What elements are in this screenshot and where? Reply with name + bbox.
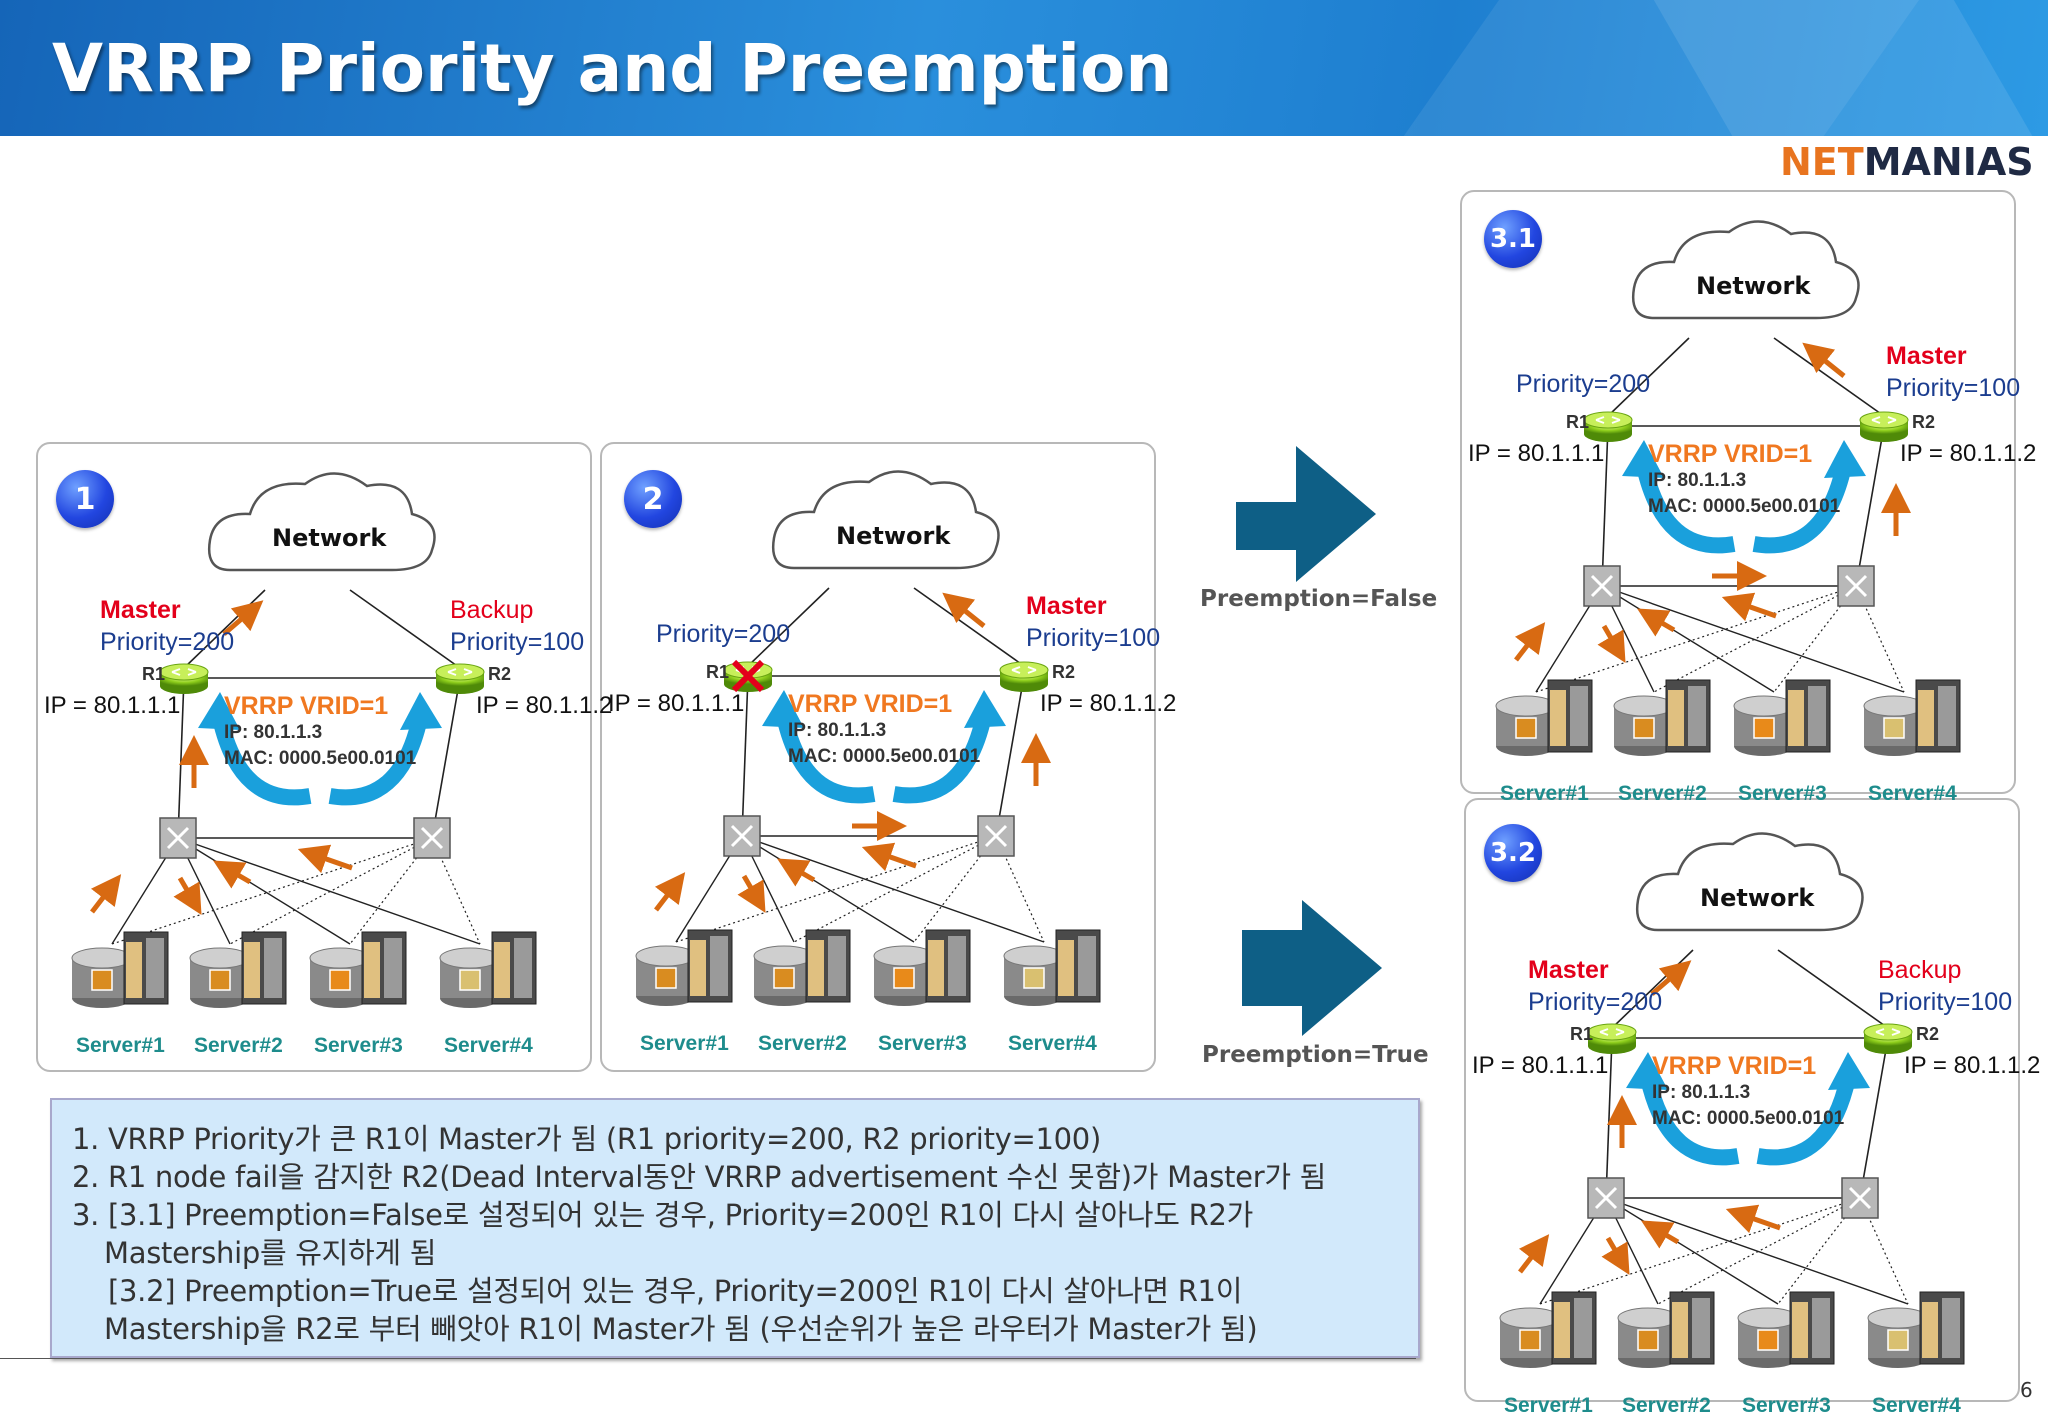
r1-label: R1 — [142, 664, 166, 684]
r1-ip-label: IP = 80.1.1.1 — [608, 690, 745, 717]
virtual-ip-label: IP: 80.1.1.3 — [224, 722, 323, 743]
r2-label: R2 — [1052, 662, 1076, 682]
network-label: Network — [272, 524, 387, 552]
note-line: Mastership를 유지하게 됨 — [104, 1236, 437, 1270]
vrid-label: VRRP VRID=1 — [1648, 440, 1813, 468]
server-label: Server#4 — [444, 1034, 533, 1057]
backup-label: Backup — [450, 596, 534, 624]
priority-label: Priority=100 — [450, 628, 585, 656]
virtual-mac-label: MAC: 0000.5e00.0101 — [1648, 496, 1841, 517]
server-label: Server#1 — [76, 1034, 165, 1057]
server-label: Server#1 — [640, 1032, 729, 1055]
server-label: Server#1 — [1504, 1394, 1593, 1417]
r1-label: R1 — [1570, 1024, 1594, 1044]
virtual-ip-label: IP: 80.1.1.3 — [1652, 1082, 1751, 1103]
virtual-ip-label: IP: 80.1.1.3 — [1648, 470, 1747, 491]
step-badge: 2 — [624, 470, 682, 528]
network-label: Network — [1700, 884, 1815, 912]
priority-label: Priority=100 — [1886, 374, 2021, 402]
server-label: Server#2 — [758, 1032, 847, 1055]
r1-ip-label: IP = 80.1.1.1 — [1468, 440, 1605, 467]
backup-label: Backup — [1878, 956, 1962, 984]
server-label: Server#2 — [1618, 782, 1707, 805]
header-banner: VRRP Priority and Preemption — [0, 0, 2048, 136]
master-label: Master — [1528, 956, 1609, 984]
virtual-mac-label: MAC: 0000.5e00.0101 — [1652, 1108, 1845, 1129]
r2-label: R2 — [488, 664, 512, 684]
server-label: Server#3 — [1738, 782, 1827, 805]
server-label: Server#1 — [1500, 782, 1589, 805]
r1-ip-label: IP = 80.1.1.1 — [1472, 1052, 1609, 1079]
note-line: [3.2] Preemption=True로 설정되어 있는 경우, Prior… — [108, 1274, 1243, 1308]
r2-ip-label: IP = 80.1.1.2 — [476, 692, 613, 719]
server-label: Server#4 — [1868, 782, 1957, 805]
step-badge: 3.2 — [1484, 824, 1542, 882]
r2-ip-label: IP = 80.1.1.2 — [1900, 440, 2037, 467]
step-badge: 1 — [56, 470, 114, 528]
priority-label: Priority=200 — [100, 628, 235, 656]
footer-rule — [0, 1358, 1416, 1359]
note-line: 3. [3.1] Preemption=False로 설정되어 있는 경우, P… — [72, 1198, 1253, 1232]
priority-label: Priority=200 — [1516, 370, 1651, 398]
step-badge: 3.1 — [1484, 210, 1542, 268]
note-line: 2. R1 node fail을 감지한 R2(Dead Interval동안 … — [72, 1160, 1327, 1194]
explanation-box: 1. VRRP Priority가 큰 R1이 Master가 됨 (R1 pr… — [50, 1098, 1420, 1358]
note-line: 1. VRRP Priority가 큰 R1이 Master가 됨 (R1 pr… — [72, 1122, 1101, 1156]
server-label: Server#3 — [878, 1032, 967, 1055]
priority-label: Priority=100 — [1026, 624, 1161, 652]
server-label: Server#2 — [194, 1034, 283, 1057]
vrid-label: VRRP VRID=1 — [788, 690, 953, 718]
page-title: VRRP Priority and Preemption — [52, 30, 1173, 107]
master-label: Master — [100, 596, 181, 624]
vrid-label: VRRP VRID=1 — [1652, 1052, 1817, 1080]
network-label: Network — [1696, 272, 1811, 300]
preemption-true-arrow — [1242, 900, 1382, 1036]
r2-ip-label: IP = 80.1.1.2 — [1040, 690, 1177, 717]
server-label: Server#3 — [314, 1034, 403, 1057]
server-label: Server#4 — [1008, 1032, 1097, 1055]
server-label: Server#2 — [1622, 1394, 1711, 1417]
preemption-false-arrow — [1236, 446, 1376, 582]
vrid-label: VRRP VRID=1 — [224, 692, 389, 720]
r2-ip-label: IP = 80.1.1.2 — [1904, 1052, 2041, 1079]
master-label: Master — [1026, 592, 1107, 620]
r2-label: R2 — [1912, 412, 1936, 432]
priority-label: Priority=200 — [1528, 988, 1663, 1016]
r1-label: R1 — [706, 662, 730, 682]
r1-label: R1 — [1566, 412, 1590, 432]
server-label: Server#4 — [1872, 1394, 1961, 1417]
virtual-mac-label: MAC: 0000.5e00.0101 — [224, 748, 417, 769]
master-label: Master — [1886, 342, 1967, 370]
r1-ip-label: IP = 80.1.1.1 — [44, 692, 181, 719]
preemption-false-label: Preemption=False — [1200, 586, 1438, 612]
preemption-true-label: Preemption=True — [1202, 1042, 1429, 1068]
r2-label: R2 — [1916, 1024, 1940, 1044]
virtual-mac-label: MAC: 0000.5e00.0101 — [788, 746, 981, 767]
priority-label: Priority=200 — [656, 620, 791, 648]
priority-label: Priority=100 — [1878, 988, 2013, 1016]
virtual-ip-label: IP: 80.1.1.3 — [788, 720, 887, 741]
network-label: Network — [836, 522, 951, 550]
server-label: Server#3 — [1742, 1394, 1831, 1417]
page-number: 6 — [2020, 1378, 2033, 1402]
note-line: Mastership을 R2로 부터 빼앗아 R1이 Master가 됨 (우선… — [104, 1312, 1258, 1346]
netmanias-logo: NETMANIAS — [1780, 140, 2034, 184]
